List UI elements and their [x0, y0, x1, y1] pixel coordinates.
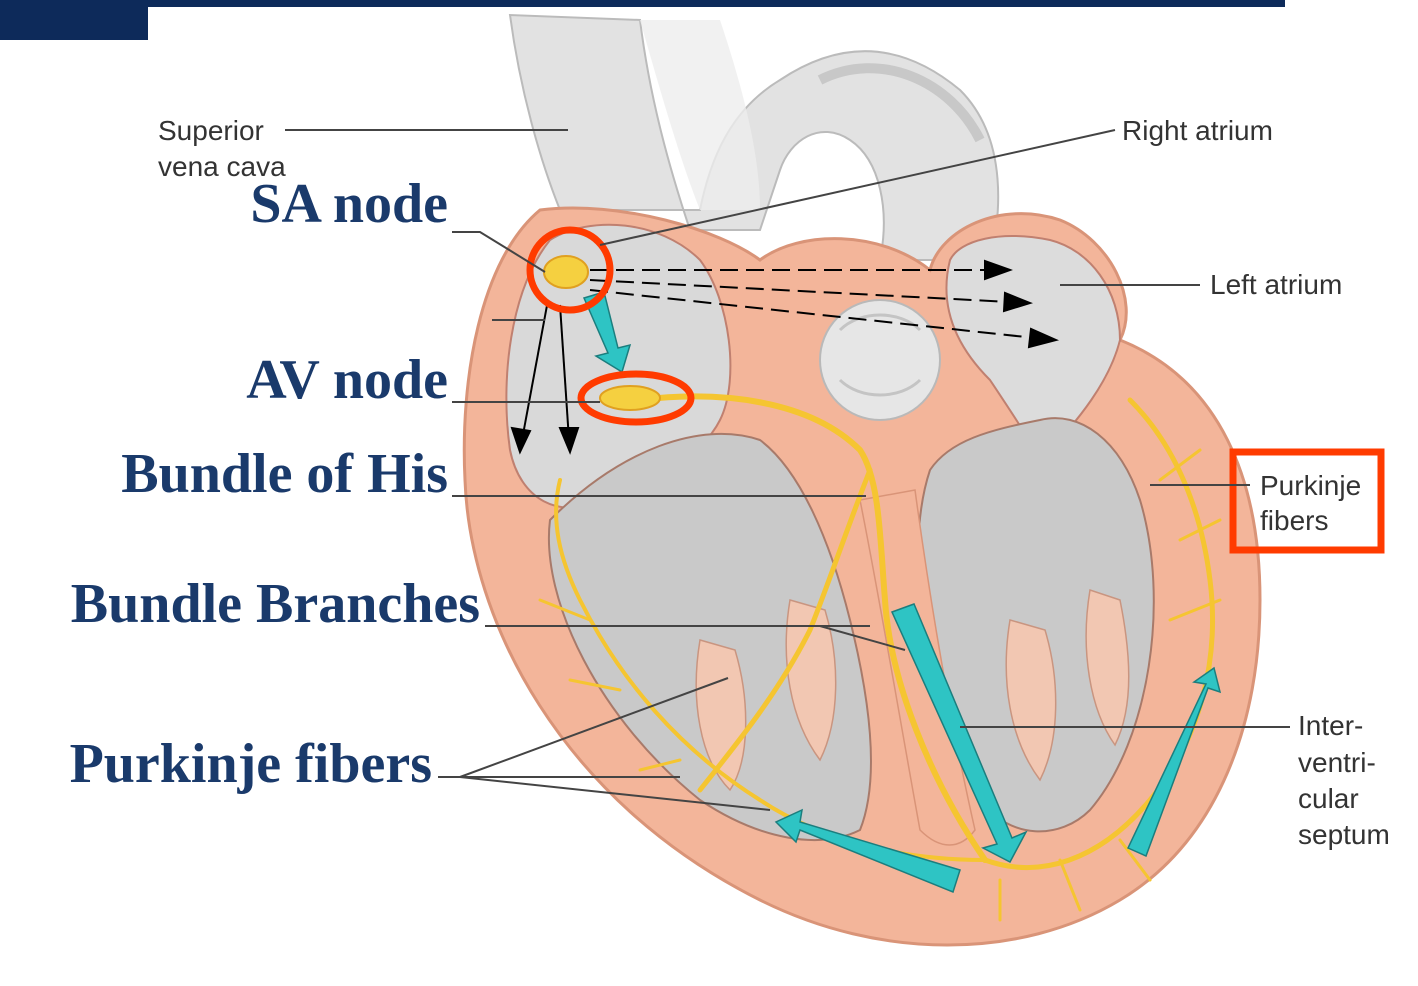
valve-area [820, 300, 940, 420]
av-node-callout: AV node [246, 349, 448, 411]
sa-node-callout: SA node [250, 173, 448, 235]
superior-vena-cava-label-1: Superior [158, 115, 264, 146]
bundle-branches-callout: Bundle Branches [71, 573, 480, 635]
left-atrium-label: Left atrium [1210, 269, 1342, 300]
septum-label-3: cular [1298, 783, 1359, 814]
av-node [600, 386, 660, 410]
septum-label-2: ventri- [1298, 747, 1376, 778]
septum-label-1: Inter- [1298, 710, 1363, 741]
purkinje-label-1: Purkinje [1260, 470, 1361, 501]
purkinje-label-2: fibers [1260, 505, 1328, 536]
right-atrium-label: Right atrium [1122, 115, 1273, 146]
septum-label-4: septum [1298, 819, 1390, 850]
bundle-of-his-callout: Bundle of His [121, 443, 448, 505]
purkinje-fibers-callout: Purkinje fibers [70, 733, 432, 795]
sa-node [544, 256, 588, 288]
